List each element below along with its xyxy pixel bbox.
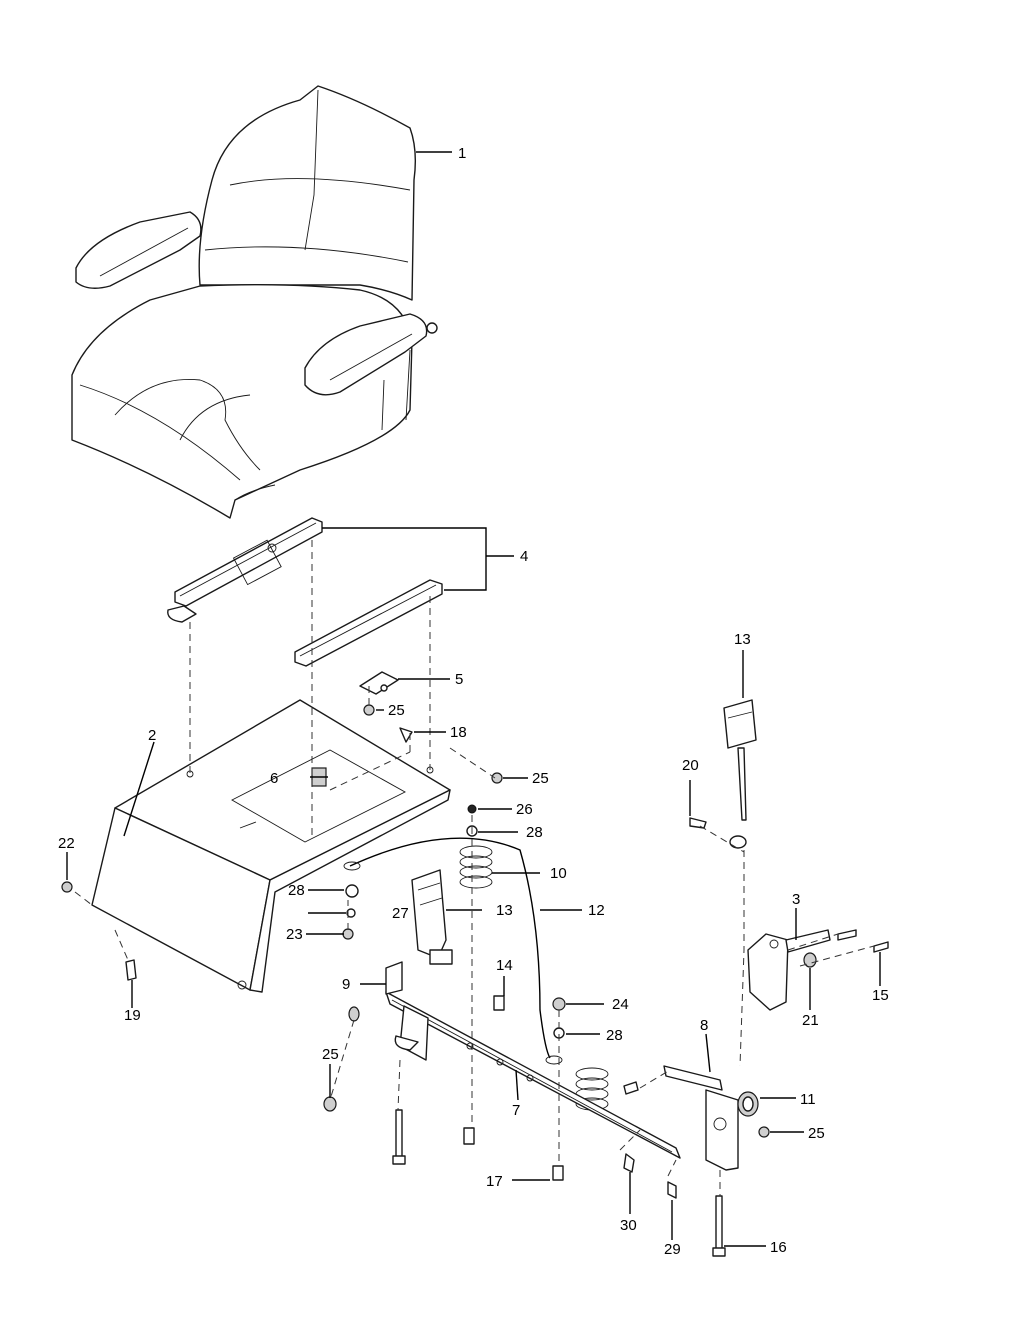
- seat-belt-13-upper: [689, 699, 757, 849]
- callout-28a: 28: [526, 824, 543, 841]
- callout-24: 24: [612, 996, 629, 1013]
- callout-25b: 25: [532, 770, 549, 787]
- seat-pan-side: [249, 789, 451, 993]
- seat-backrest: [198, 85, 417, 301]
- cable-12: [349, 837, 551, 1059]
- callout-21: 21: [802, 1012, 819, 1029]
- leader-lines: [66, 151, 881, 1247]
- callout-15: 15: [872, 987, 889, 1004]
- callout-7: 7: [512, 1102, 520, 1119]
- spring-10: [459, 845, 493, 889]
- callout-19: 19: [124, 1007, 141, 1024]
- callout-18: 18: [450, 724, 467, 741]
- callout-22: 22: [58, 835, 75, 852]
- callout-14: 14: [496, 957, 513, 974]
- callout-13b: 13: [496, 902, 513, 919]
- main-bracket-7: [385, 961, 681, 1159]
- callout-29: 29: [664, 1241, 681, 1258]
- seat-assembly: [71, 85, 438, 519]
- callout-25d: 25: [808, 1125, 825, 1142]
- callout-17: 17: [486, 1173, 503, 1190]
- bracket-3: [747, 929, 889, 1011]
- bracket-5: [359, 671, 399, 695]
- assembly-lines: [74, 540, 875, 1196]
- callout-20: 20: [682, 757, 699, 774]
- callout-2: 2: [148, 727, 156, 744]
- seat-left-armrest: [75, 211, 202, 289]
- callout-4: 4: [520, 548, 528, 565]
- callout-25c: 25: [322, 1046, 339, 1063]
- callout-25a: 25: [388, 702, 405, 719]
- seat-right-armrest: [304, 313, 428, 396]
- callout-28c: 28: [606, 1027, 623, 1044]
- bracket-8: [663, 1065, 770, 1171]
- seat-belt-13-lower: [411, 869, 447, 959]
- callout-11: 11: [800, 1091, 816, 1108]
- callout-5: 5: [455, 671, 463, 688]
- callout-23: 23: [286, 926, 303, 943]
- callout-10: 10: [550, 865, 567, 882]
- callout-8: 8: [700, 1017, 708, 1034]
- callout-6: 6: [270, 770, 278, 787]
- seat-pan: [91, 699, 451, 993]
- callout-9: 9: [342, 976, 350, 993]
- callout-13a: 13: [734, 631, 751, 648]
- bracket-9: [385, 961, 403, 995]
- callout-16: 16: [770, 1239, 787, 1256]
- seat-slide-rails: [167, 517, 443, 667]
- suspension-parts: [343, 837, 609, 1111]
- callout-1: 1: [458, 145, 466, 162]
- callout-27: 27: [392, 905, 409, 922]
- callout-12: 12: [588, 902, 605, 919]
- callout-labels: 1 2 3 4 5 25 18 6 25 26 28 13 10 20 12 2…: [58, 145, 889, 1258]
- callout-3: 3: [792, 891, 800, 908]
- callout-30: 30: [620, 1217, 637, 1234]
- callout-28b: 28: [288, 882, 305, 899]
- fasteners-lower: [323, 995, 726, 1257]
- callout-26: 26: [516, 801, 533, 818]
